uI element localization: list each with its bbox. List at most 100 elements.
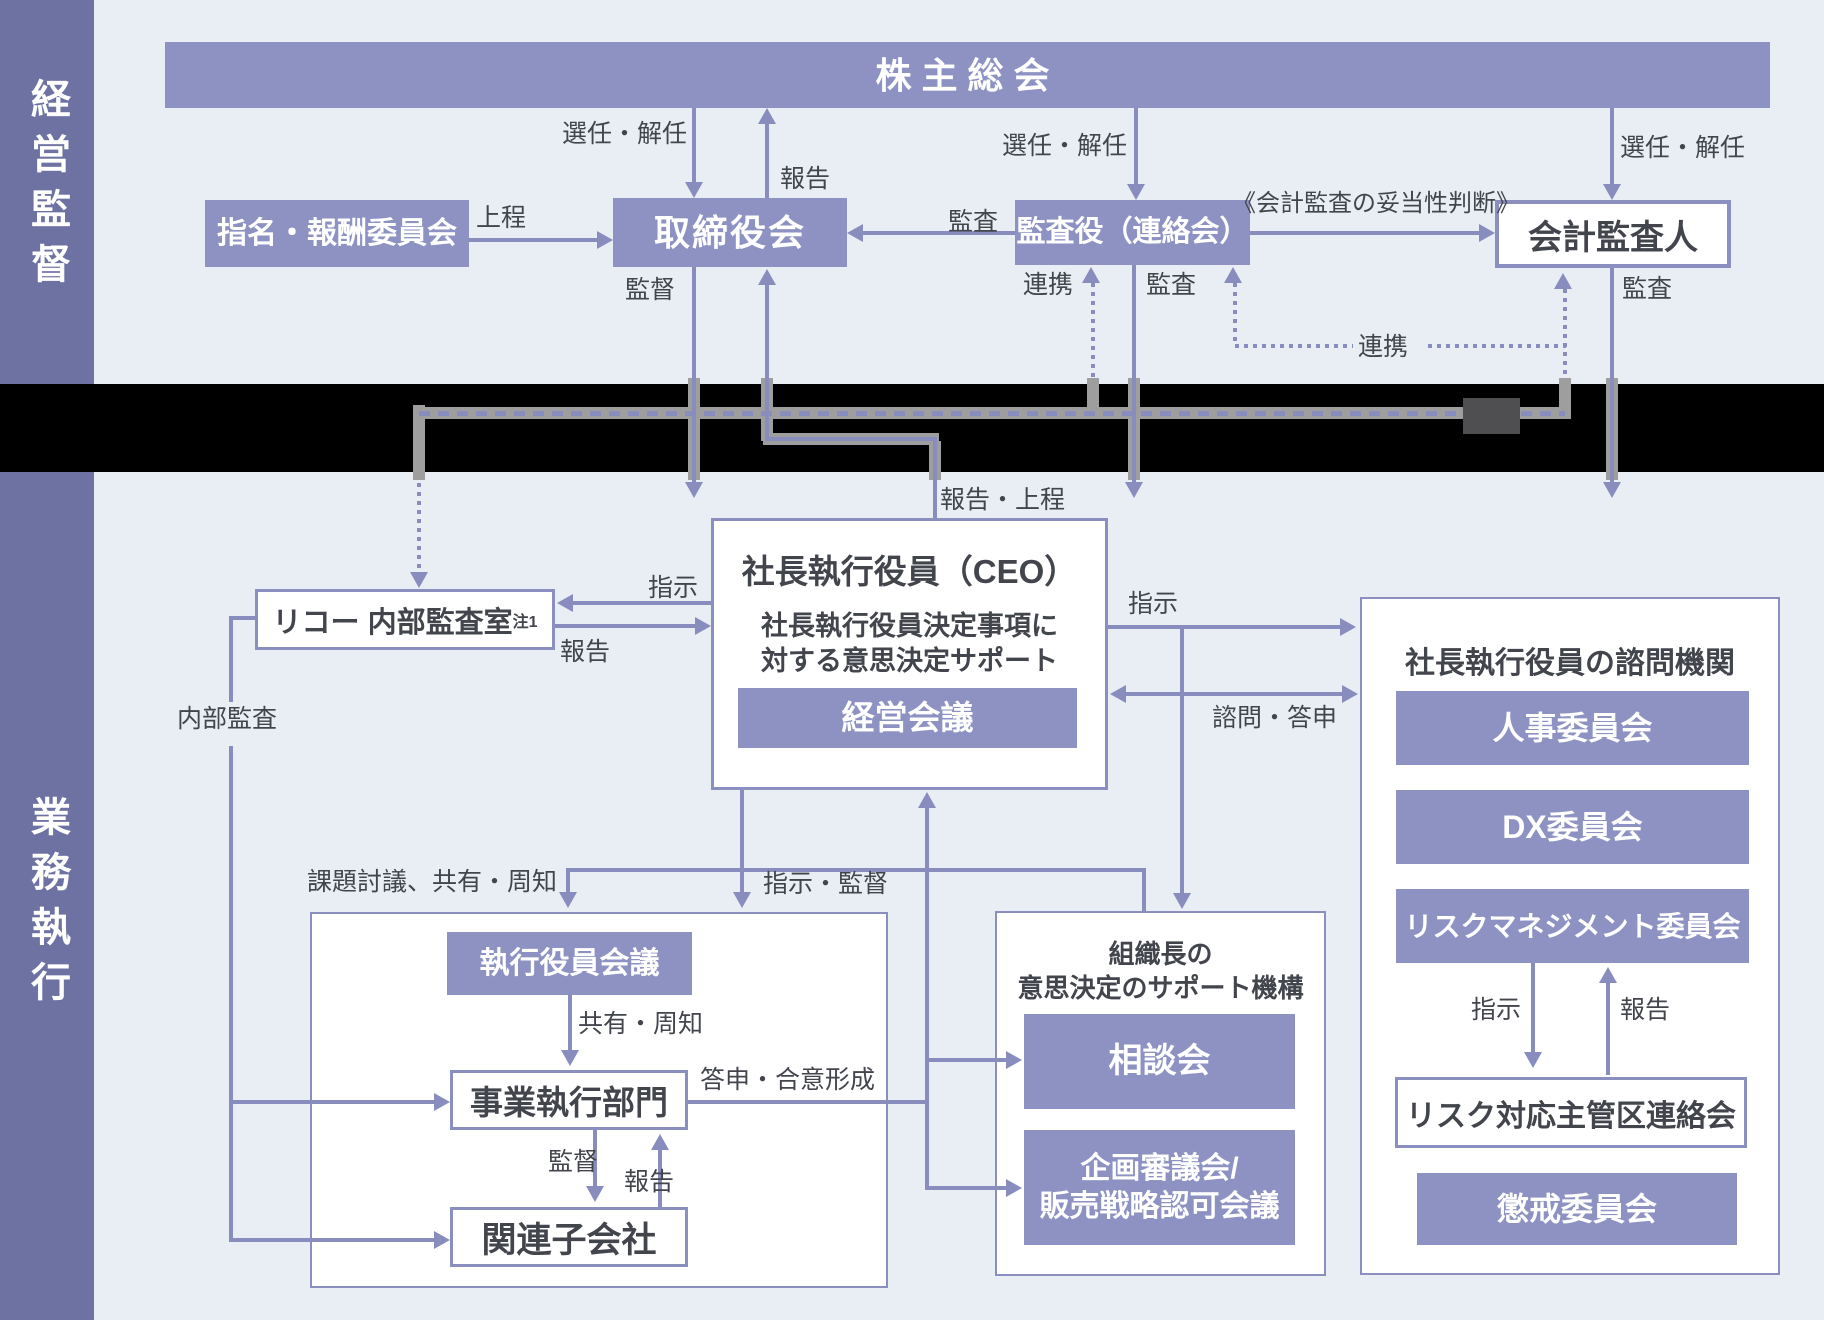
line [1606, 983, 1610, 1075]
arrowhead-down [685, 182, 703, 198]
arrowhead-up [758, 108, 776, 124]
dotted-line [1091, 283, 1095, 415]
node-hr-label: 人事委員会 [1492, 710, 1653, 746]
arrowhead-right [1340, 618, 1356, 636]
line [555, 624, 695, 628]
label-appoint-dismiss-right: 選任・解任 [1620, 134, 1746, 162]
label-submit: 上程 [476, 204, 527, 232]
label-appoint-dismiss-left: 選任・解任 [562, 120, 688, 148]
label-instruct-internal-audit: 指示 [648, 574, 699, 602]
arrowhead-down [410, 572, 428, 588]
sidebar-bottom-label: 業務執行 [25, 796, 69, 1016]
line [231, 616, 257, 620]
arrowhead-down [1524, 1052, 1542, 1068]
line [1610, 268, 1614, 482]
node-ceo-sub-line2: 対する意思決定サポート [761, 646, 1058, 676]
node-consultation-meeting: 相談会 [1024, 1014, 1295, 1109]
line [566, 868, 570, 894]
arrowhead-down [586, 1186, 604, 1202]
label-audit-down-right: 監査 [1622, 275, 1673, 303]
dashed-line-in-band [419, 411, 1565, 416]
node-audit-officers-label: 監査役（連絡会） [1016, 216, 1249, 249]
panel-advisory-title: 社長執行役員の諮問機関 [1405, 647, 1735, 680]
line [765, 122, 769, 198]
arrowhead-up [918, 792, 936, 808]
line-halo [413, 405, 425, 480]
line [1142, 868, 1146, 912]
line [1250, 231, 1479, 235]
node-executive-officers-meeting: 執行役員会議 [447, 932, 692, 995]
label-appoint-dismiss-mid: 選任・解任 [1002, 132, 1128, 160]
label-cooperate-dotted: 連携 [1358, 333, 1409, 361]
dotted-line [1235, 344, 1353, 348]
sidebar-management-oversight: 経営監督 [0, 0, 94, 384]
line [692, 108, 696, 182]
arrowhead-down [1125, 482, 1143, 498]
node-board-label: 取締役会 [653, 212, 806, 253]
line [765, 283, 769, 441]
node-exec-meeting-label: 執行役員会議 [479, 946, 660, 980]
arrowhead-down [559, 892, 577, 908]
line [692, 267, 696, 482]
node-riskmgmt-label: リスクマネジメント委員会 [1404, 910, 1741, 942]
line [568, 868, 1144, 872]
arrowhead-down [1127, 184, 1145, 200]
node-nomination-compensation-committee: 指名・報酬委員会 [205, 200, 469, 267]
node-ceo-title: 社長執行役員（CEO） [741, 553, 1078, 590]
node-risk-management-committee: リスクマネジメント委員会 [1396, 889, 1749, 963]
node-board-of-directors: 取締役会 [613, 198, 847, 267]
arrowhead-down [733, 892, 751, 908]
label-instruct-advisory: 指示 [1128, 590, 1179, 618]
arrowhead-right [1006, 1179, 1022, 1197]
label-supervise-sub: 監督 [548, 1148, 599, 1176]
dotted-line [1563, 289, 1567, 415]
label-agenda-share: 課題討議、共有・周知 [307, 868, 558, 896]
arrowhead-down [685, 482, 703, 498]
arrowhead-down [561, 1050, 579, 1066]
arrowhead-down [1603, 482, 1621, 498]
line [1134, 108, 1138, 184]
label-report-consensus: 答申・合意形成 [700, 1066, 876, 1094]
arrowhead-up [1224, 267, 1242, 283]
org-title-line2: 意思決定のサポート機構 [1017, 973, 1304, 1003]
line [863, 231, 1015, 235]
line [1531, 963, 1535, 1052]
node-disciplinary-label: 懲戒委員会 [1496, 1191, 1657, 1227]
node-business-execution-dept: 事業執行部門 [450, 1070, 688, 1130]
dotted-line [1428, 344, 1566, 348]
arrowhead-right [434, 1093, 450, 1111]
label-audit-down-mid: 監査 [1146, 271, 1197, 299]
node-internal-audit-office: リコー 内部監査室注1 [255, 589, 555, 650]
arrowhead-right [695, 617, 711, 635]
node-planning-line1: 企画審議会/ [1080, 1152, 1239, 1185]
arrowhead-up [758, 269, 776, 285]
line [925, 806, 929, 1190]
arrowhead-right [1342, 685, 1358, 703]
redaction-band [0, 384, 1824, 472]
label-report-sub: 報告 [624, 1168, 675, 1196]
line [573, 601, 711, 605]
node-nomination-label: 指名・報酬委員会 [217, 216, 457, 250]
line [740, 790, 744, 892]
line [688, 1100, 929, 1104]
sidebar-top-label: 経営監督 [25, 78, 69, 298]
node-management-meeting: 経営会議 [738, 688, 1077, 748]
node-planning-line2: 販売戦略認可会議 [1039, 1189, 1280, 1223]
node-hr-committee: 人事委員会 [1396, 691, 1749, 765]
line [229, 616, 233, 702]
line [658, 1148, 662, 1207]
arrowhead-right [1479, 224, 1495, 242]
line [1180, 627, 1184, 893]
label-share-inform: 共有・周知 [578, 1010, 704, 1038]
node-audit-officers: 監査役（連絡会） [1015, 200, 1250, 265]
node-shareholders-meeting-label: 株主総会 [875, 54, 1060, 96]
line [1108, 625, 1340, 629]
line [568, 995, 572, 1050]
label-supervise: 監督 [625, 276, 676, 304]
node-disciplinary-committee: 懲戒委員会 [1417, 1173, 1737, 1245]
node-business-dept-label: 事業執行部門 [470, 1084, 668, 1121]
label-report: 報告 [780, 165, 831, 193]
arrowhead-down [1173, 893, 1191, 909]
arrowhead-up [1082, 267, 1100, 283]
